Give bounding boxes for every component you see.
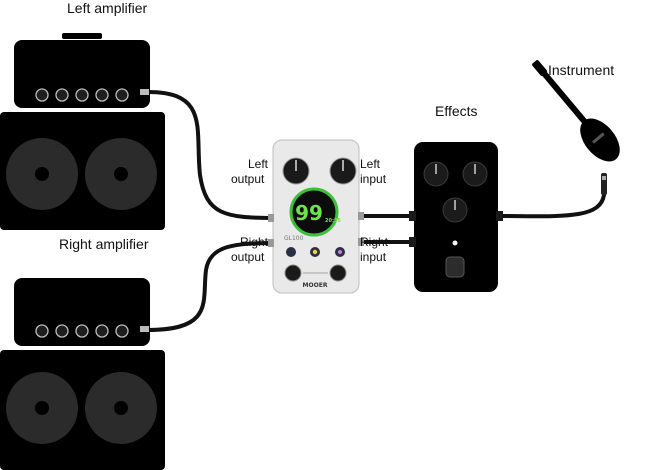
right-input-label-line1: Right	[360, 235, 389, 249]
amp-knob	[35, 88, 49, 102]
guitar-icon	[532, 60, 620, 195]
left-amplifier-label: Left amplifier	[67, 0, 148, 16]
right-output-label-line2: output	[231, 250, 265, 264]
cable-instrument-to-effects	[492, 193, 606, 219]
left-input-label-line2: input	[360, 172, 387, 186]
pedal-display-value: 99	[295, 201, 323, 225]
effects-footswitch	[445, 256, 465, 278]
speaker-dustcap	[35, 167, 49, 181]
pedal-jack	[358, 238, 364, 246]
instrument-label: Instrument	[548, 62, 615, 78]
guitar-pickup	[592, 132, 605, 144]
amp-knob	[115, 324, 129, 338]
amp-handle	[62, 33, 102, 39]
effects-pedal	[409, 142, 503, 292]
speaker-dustcap	[35, 401, 49, 415]
pedal-footswitch-right	[329, 264, 347, 282]
left-amplifier	[0, 33, 165, 230]
pedal-jack	[268, 239, 274, 247]
pedal-display-ring	[289, 187, 339, 237]
amp-jack	[140, 89, 149, 95]
amp-knob	[75, 324, 89, 338]
pedal-led-icon	[338, 250, 342, 254]
right-output-label-line1: Right	[240, 235, 269, 249]
left-output-label-line1: Left	[248, 157, 269, 171]
cables	[146, 90, 606, 332]
effects-jack	[496, 211, 503, 221]
speaker-dustcap	[114, 167, 128, 181]
pedal-footswitch-left	[284, 264, 302, 282]
cable-right-amp-to-pedal	[146, 241, 278, 332]
pedal-display-sub: 20:35	[325, 218, 341, 224]
amp-knob	[75, 88, 89, 102]
guitar-jack-tip	[602, 176, 606, 180]
right-amplifier	[0, 278, 165, 470]
amp-knobs	[35, 88, 129, 102]
amp-knob	[55, 88, 69, 102]
amp-jack	[140, 326, 149, 332]
amp-knob	[95, 88, 109, 102]
amp-knob	[55, 324, 69, 338]
pedal-model: GL100	[284, 235, 304, 242]
guitar-headstock	[532, 60, 547, 76]
pedal-jack	[358, 212, 364, 220]
pedal-led-icon	[312, 249, 318, 255]
effects-jack	[409, 237, 416, 247]
pedal-brand: MOOER	[303, 282, 328, 289]
effects-led	[452, 240, 458, 246]
effects-jack	[409, 211, 416, 221]
left-input-label-line1: Left	[360, 157, 381, 171]
amp-knob	[95, 324, 109, 338]
pedal-jack	[268, 214, 274, 222]
amp-head	[14, 40, 150, 108]
amp-knob	[115, 88, 129, 102]
amp-knob	[35, 324, 49, 338]
right-amplifier-label: Right amplifier	[59, 236, 149, 252]
pedal-button-1	[286, 247, 296, 257]
right-input-label-line2: input	[360, 250, 387, 264]
effects-label: Effects	[435, 103, 478, 119]
guitar-neck	[541, 70, 591, 129]
speaker-dustcap	[114, 401, 128, 415]
left-output-label-line2: output	[231, 172, 265, 186]
multi-effects-pedal: 99 20:35 GL100 MOOER	[268, 139, 364, 294]
cable-left-amp-to-pedal	[146, 90, 278, 220]
amp-knobs	[35, 324, 129, 338]
